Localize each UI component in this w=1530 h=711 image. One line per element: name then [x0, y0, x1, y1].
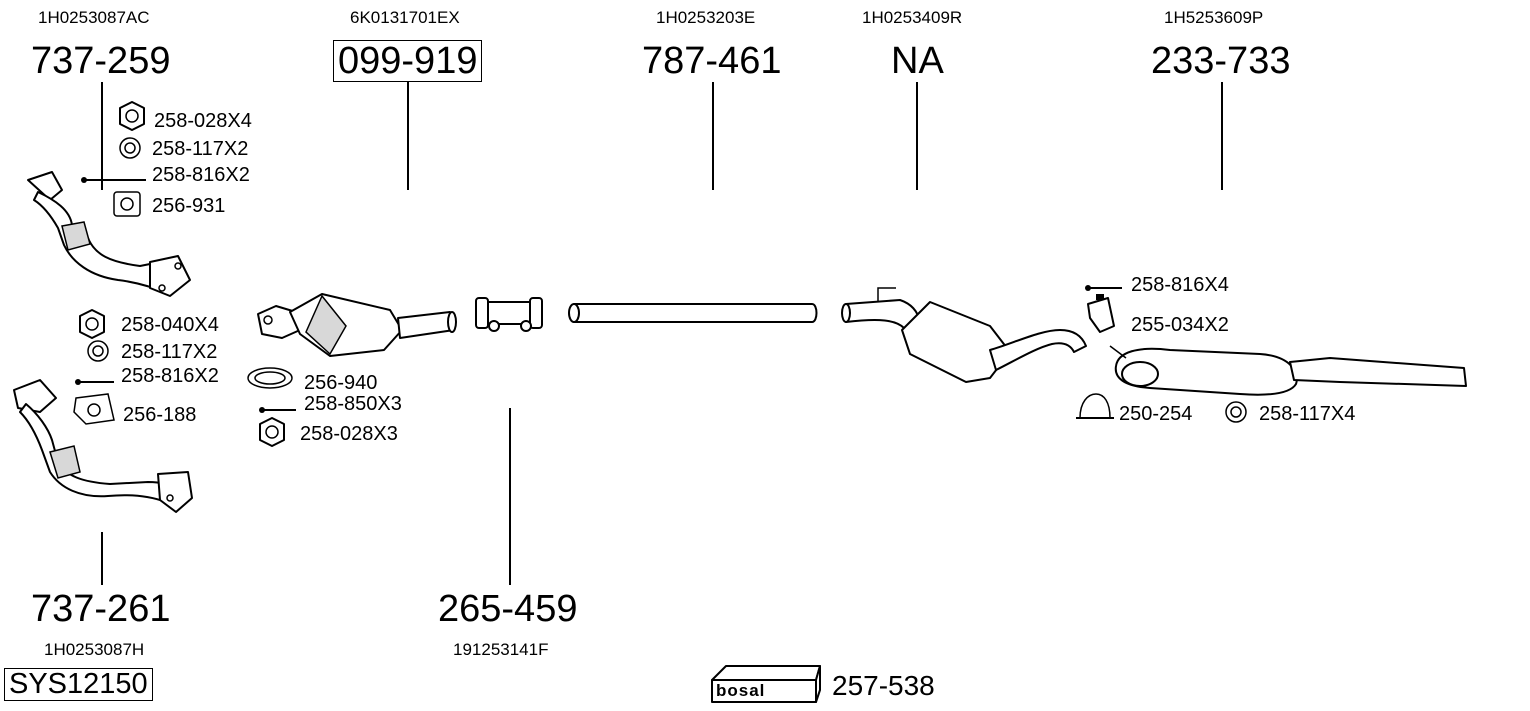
- hardware-label[interactable]: 258-040X4: [121, 314, 219, 336]
- bolt-icon-3: [259, 407, 296, 413]
- hardware-label[interactable]: 258-850X3: [304, 393, 402, 415]
- part-number[interactable]: 233-733: [1151, 40, 1291, 82]
- hardware-label[interactable]: 256-940: [304, 372, 378, 394]
- washer-icon-2: [87, 340, 109, 362]
- gasket-icon-2: [73, 393, 115, 425]
- front-pipe-737-259-drawing: [27, 171, 191, 297]
- clamp-drawing: [475, 297, 543, 332]
- hardware-label[interactable]: 257-538: [832, 670, 935, 701]
- brand-logo: bosal: [716, 681, 766, 700]
- bolt-icon-2: [75, 379, 114, 385]
- hardware-label[interactable]: 250-254: [1119, 403, 1193, 425]
- catalytic-converter-drawing: [257, 293, 457, 357]
- hardware-label[interactable]: 255-034X2: [1131, 314, 1229, 336]
- part-number[interactable]: 737-261: [31, 588, 171, 630]
- middle-silencer-drawing: [841, 287, 1087, 383]
- gasket-icon: [113, 191, 141, 217]
- hardware-label[interactable]: 256-188: [123, 404, 197, 426]
- hardware-label[interactable]: 258-117X2: [121, 341, 218, 363]
- hardware-label[interactable]: 258-117X2: [152, 138, 249, 160]
- hardware-label[interactable]: 258-117X4: [1259, 403, 1356, 425]
- oem-number: 1H0253087H: [44, 640, 145, 659]
- clamp-icon: [1076, 393, 1114, 419]
- hanger-icon: [1087, 294, 1115, 333]
- rear-silencer-drawing: [1109, 345, 1467, 396]
- nut-icon-2: [79, 309, 105, 339]
- part-number[interactable]: NA: [891, 40, 944, 82]
- hardware-label[interactable]: 258-816X2: [121, 365, 219, 387]
- ring-gasket-icon: [247, 367, 293, 389]
- intermediate-pipe-drawing: [568, 303, 818, 323]
- front-pipe-737-261-drawing: [13, 379, 193, 513]
- nut-icon: [119, 101, 145, 131]
- hardware-label[interactable]: 258-816X2: [152, 164, 250, 186]
- hardware-label[interactable]: 258-028X4: [154, 110, 252, 132]
- bosal-box-icon: [711, 665, 821, 703]
- bolt-icon-4: [1085, 285, 1122, 291]
- nut-icon-3: [259, 417, 285, 447]
- washer-icon: [119, 137, 141, 159]
- oem-number: 6K0131701EX: [350, 8, 460, 27]
- bolt-icon: [81, 177, 146, 183]
- oem-number: 1H0253203E: [656, 8, 756, 27]
- hardware-label[interactable]: 258-816X4: [1131, 274, 1229, 296]
- washer-icon-3: [1225, 401, 1247, 423]
- oem-number: 191253141F: [453, 640, 549, 659]
- part-number-highlighted[interactable]: 099-919: [333, 40, 483, 82]
- oem-number: 1H5253609P: [1164, 8, 1264, 27]
- part-number[interactable]: 737-259: [31, 40, 171, 82]
- hardware-label[interactable]: 256-931: [152, 195, 226, 217]
- hardware-label[interactable]: 258-028X3: [300, 423, 398, 445]
- oem-number: 1H0253409R: [862, 8, 963, 27]
- part-number[interactable]: 787-461: [642, 40, 782, 82]
- part-number[interactable]: 265-459: [438, 588, 578, 630]
- oem-number: 1H0253087AC: [38, 8, 150, 27]
- system-id: SYS12150: [4, 668, 153, 701]
